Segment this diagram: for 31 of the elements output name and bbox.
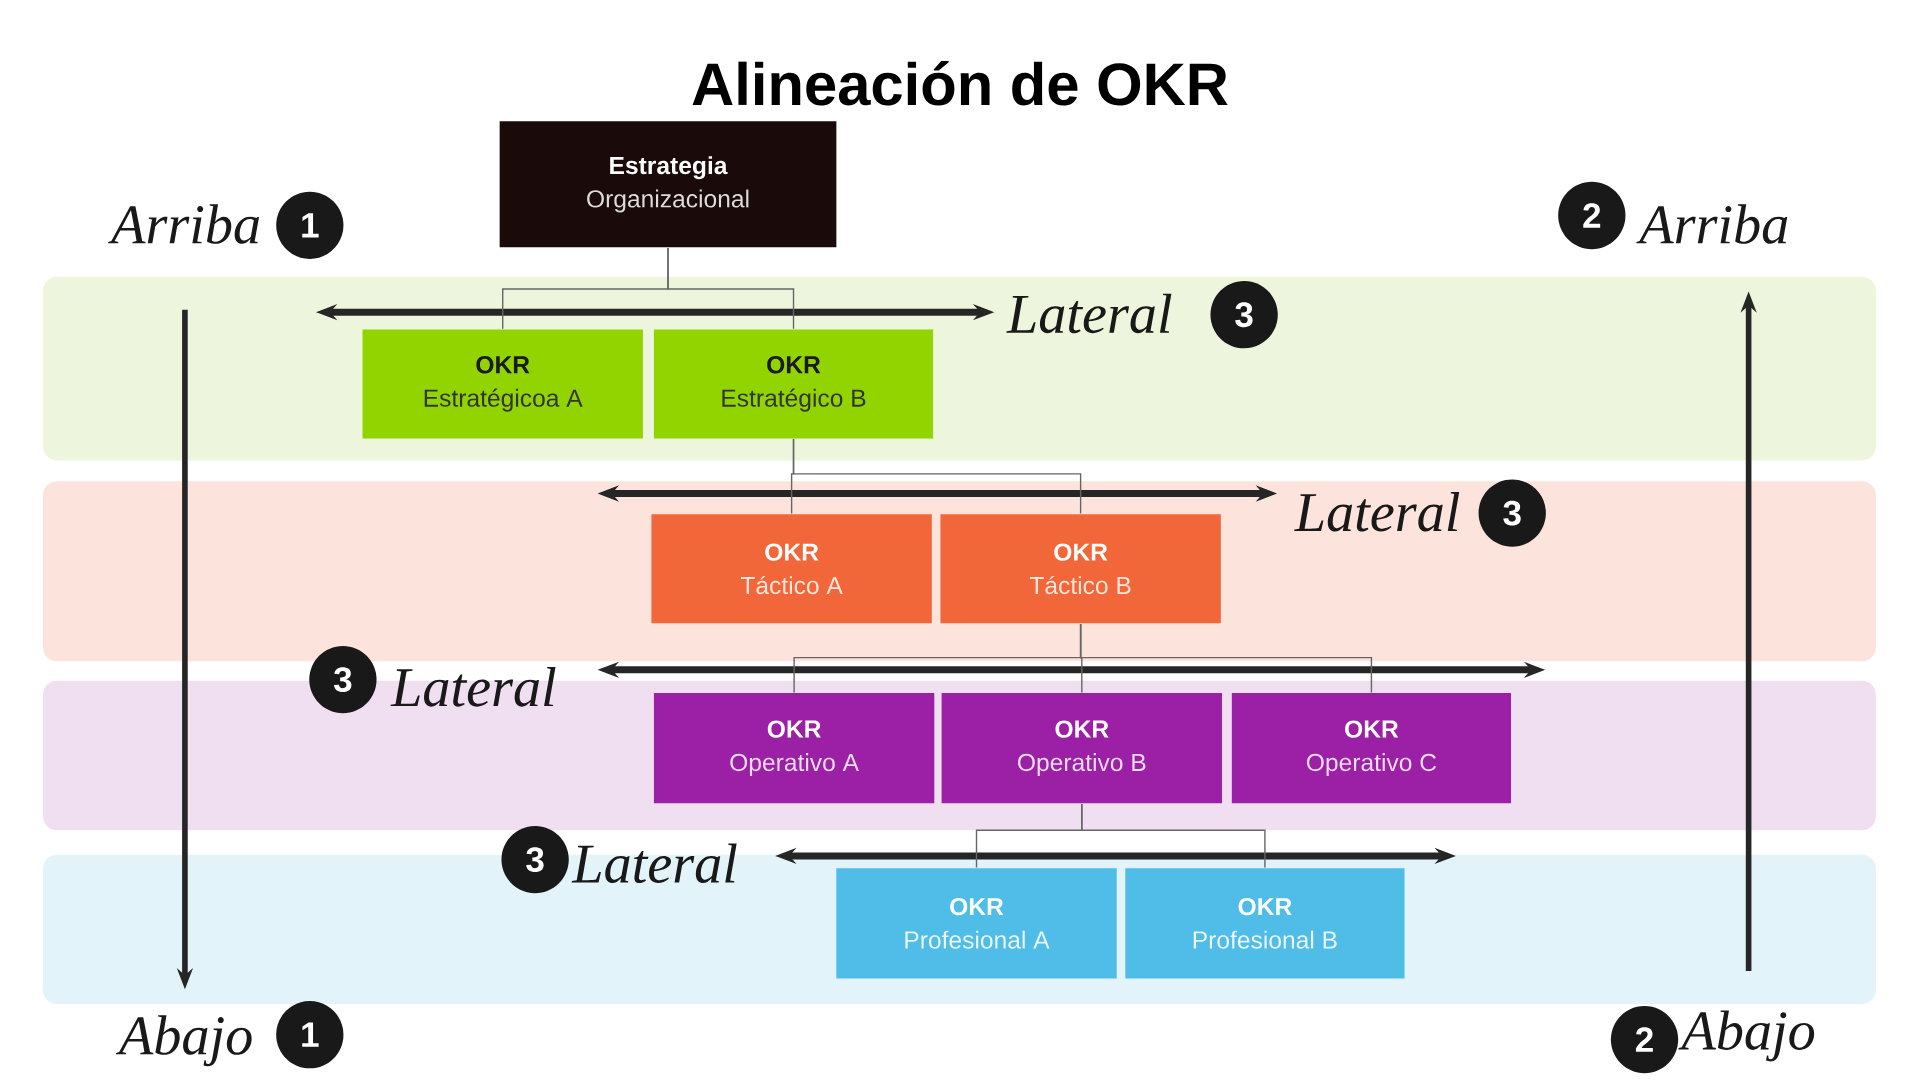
direction-label: Abajo	[115, 1015, 252, 1067]
direction-label: Lateral	[1294, 492, 1460, 532]
direction-label: Lateral	[390, 667, 556, 707]
okr-box: OKR Operativo A	[653, 693, 935, 804]
direction-label: Arriba	[1636, 204, 1788, 244]
callout-number: 1	[276, 191, 344, 259]
connector-line	[1079, 623, 1373, 694]
callout-number: 3	[501, 825, 569, 894]
callout-number: 3	[309, 645, 377, 714]
direction-label: Lateral	[1006, 293, 1172, 334]
callout-number: 2	[1610, 1005, 1679, 1074]
connector-line	[1081, 803, 1266, 869]
okr-box: OKR Profesional B	[1125, 868, 1405, 979]
okr-box: OKR Estratégicoa A	[362, 329, 643, 439]
okr-box: OKR Operativo B	[941, 693, 1222, 804]
connector-line	[667, 247, 795, 330]
callout-number: 1	[276, 1001, 344, 1069]
okr-box: OKR Profesional A	[836, 868, 1117, 979]
okr-box: OKR Táctico A	[651, 514, 932, 624]
callout-number: 2	[1558, 181, 1626, 250]
okr-box: OKR Operativo C	[1231, 693, 1511, 804]
okr-box: OKR Estratégico B	[653, 329, 934, 439]
direction-label: Arriba	[108, 204, 259, 244]
direction-label: Lateral	[571, 843, 737, 884]
connector-line	[792, 438, 1082, 515]
okr-box: Estrategia Organizacional	[499, 121, 837, 248]
direction-label: Abajo	[1678, 1010, 1815, 1062]
callout-number: 3	[1210, 281, 1278, 349]
okr-box: OKR Táctico B	[940, 514, 1221, 624]
callout-number: 3	[1478, 479, 1546, 547]
title: Alineación de OKR	[692, 61, 1228, 106]
